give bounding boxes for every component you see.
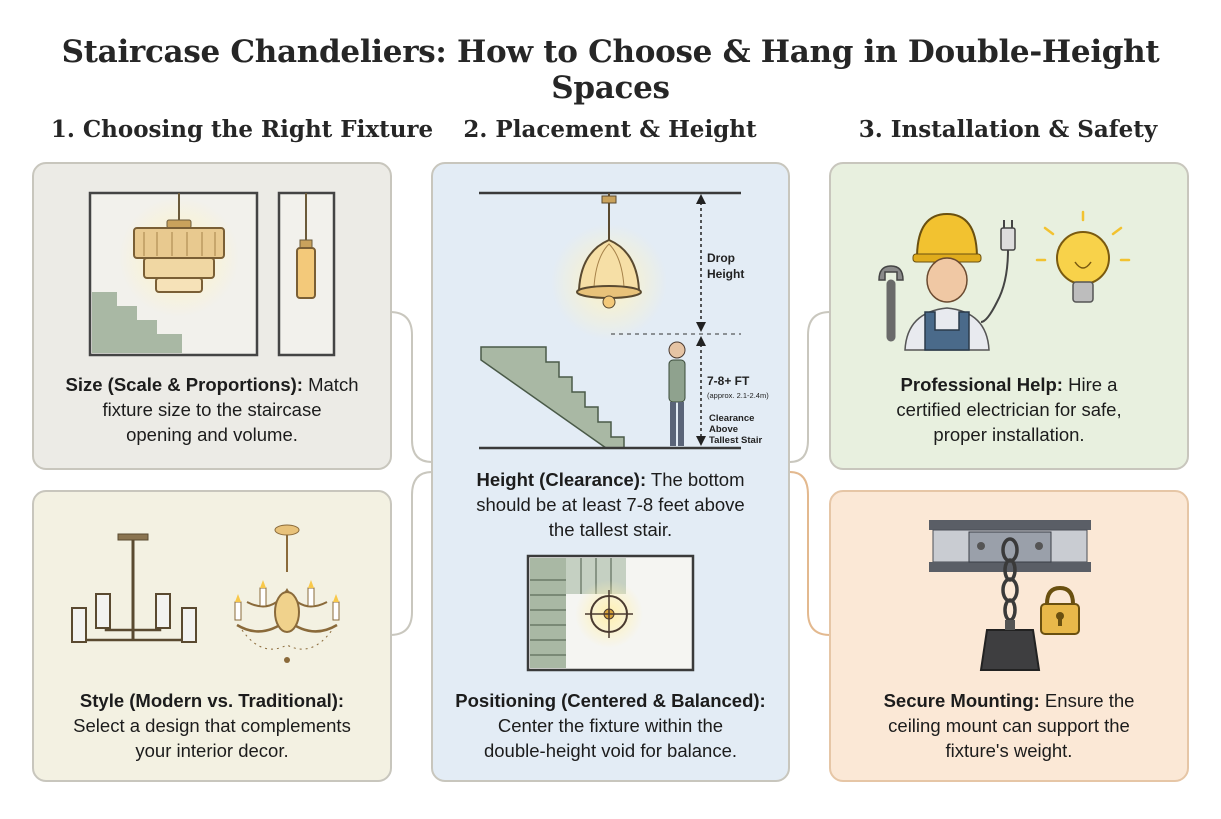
height-diagram: Drop Height 7-8+ FT (approx. 2.1-2.4m) C…: [479, 191, 769, 450]
electrician-illustration: [878, 210, 1131, 351]
drop-label-2: Height: [707, 267, 744, 281]
clearance-label-2: Above: [709, 424, 738, 435]
professional-caption-line1: Hire a: [1062, 374, 1118, 395]
style-caption: Style (Modern vs. Traditional): Select a…: [32, 688, 392, 763]
mounting-caption: Secure Mounting: Ensure the ceiling moun…: [829, 688, 1189, 763]
column-heading-placement: 2. Placement & Height: [463, 116, 757, 143]
mounting-caption-line3: fixture's weight.: [945, 740, 1073, 761]
page-title: Staircase Chandeliers: How to Choose & H…: [61, 34, 1160, 106]
positioning-caption: Positioning (Centered & Balanced): Cente…: [431, 688, 790, 763]
panel-style: [32, 490, 392, 782]
mounting-illustration: [929, 520, 1091, 671]
height-caption: Height (Clearance): The bottom should be…: [431, 467, 790, 542]
height-caption-title: Height (Clearance):: [476, 469, 647, 490]
style-caption-line2: your interior decor.: [135, 740, 289, 761]
height-caption-line3: the tallest stair.: [548, 519, 673, 540]
mounting-caption-title: Secure Mounting:: [883, 690, 1040, 711]
drop-label-1: Drop: [707, 251, 735, 265]
size-caption: Size (Scale & Proportions): Match fixtur…: [32, 372, 392, 447]
professional-caption-title: Professional Help:: [900, 374, 1063, 395]
column-heading-choosing: 1. Choosing the Right Fixture: [50, 116, 434, 143]
column-heading-installation: 3. Installation & Safety: [858, 116, 1158, 143]
clearance-label-3: Tallest Stair: [709, 435, 762, 446]
height-caption-line1: The bottom: [646, 469, 745, 490]
professional-caption-line3: proper installation.: [933, 424, 1085, 445]
clearance-label-1: Clearance: [709, 413, 754, 424]
size-caption-title: Size (Scale & Proportions):: [65, 374, 303, 395]
clearance-ft-label: 7-8+ FT: [707, 374, 750, 388]
positioning-plan: [526, 554, 695, 672]
size-caption-line2: fixture size to the staircase: [102, 399, 322, 420]
professional-caption-line2: certified electrician for safe,: [896, 399, 1122, 420]
style-illustration: [71, 524, 340, 663]
size-illustration: [88, 191, 336, 357]
style-caption-title: Style (Modern vs. Traditional):: [79, 690, 345, 711]
mounting-caption-line1: Ensure the: [1039, 690, 1135, 711]
positioning-caption-title: Positioning (Centered & Balanced):: [455, 690, 766, 711]
mounting-caption-line2: ceiling mount can support the: [888, 715, 1130, 736]
professional-caption: Professional Help: Hire a certified elec…: [829, 372, 1189, 447]
size-caption-line1: Match: [302, 374, 359, 395]
positioning-caption-line2: double-height void for balance.: [483, 740, 737, 761]
clearance-m-label: (approx. 2.1-2.4m): [707, 391, 769, 400]
size-caption-line3: opening and volume.: [126, 424, 298, 445]
positioning-caption-line1: Center the fixture within the: [497, 715, 724, 736]
height-caption-line2: should be at least 7-8 feet above: [476, 494, 745, 515]
style-caption-line1: Select a design that complements: [73, 715, 351, 736]
